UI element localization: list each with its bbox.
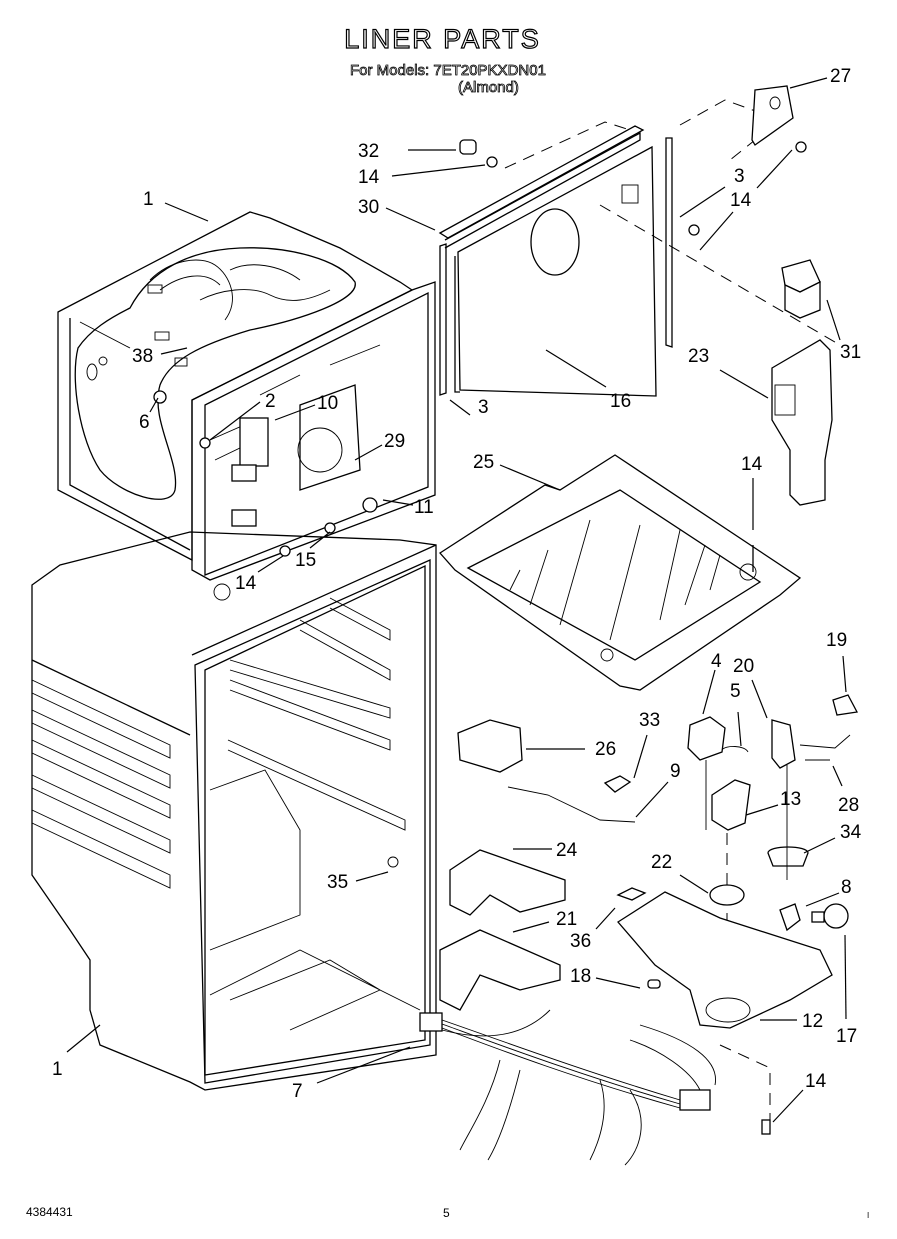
wire-harness-7 [419,1009,771,1166]
page-number: 5 [443,1206,450,1220]
callout-3-left: 3 [478,397,489,418]
cover-plate-27 [751,85,794,146]
callout-26: 26 [595,739,616,760]
callout-22: 22 [651,852,672,873]
callout-32: 32 [358,141,379,162]
models-line: For Models: 7ET20PKXDN01 [350,62,547,80]
freezer-floor-25 [439,454,802,691]
callout-24: 24 [556,840,578,861]
callout-4: 4 [711,651,722,672]
callout-31: 31 [840,342,861,363]
callout-21: 21 [556,909,577,930]
callout-36: 36 [570,931,591,952]
callout-1-top: 1 [143,189,154,210]
callout-15: 15 [295,550,316,571]
callout-28: 28 [838,795,859,816]
callout-14-floor: 14 [741,454,763,475]
callout-34: 34 [840,822,862,843]
callout-8: 8 [841,877,852,898]
callout-14-bottom: 14 [805,1071,827,1092]
document-number: 4384431 [26,1205,73,1219]
control-parts [457,694,859,1000]
ducts-24-21 [439,849,566,1011]
callouts: 1 32 14 30 27 3 14 31 23 38 6 2 [52,66,862,1123]
callout-33: 33 [639,710,660,731]
callout-14-left: 14 [235,573,257,594]
freezer-liner [57,211,436,581]
callout-35: 35 [327,872,348,893]
callout-23: 23 [688,346,709,367]
callout-1-bottom: 1 [52,1059,63,1080]
callout-16: 16 [610,391,631,412]
control-housing-12 [616,884,849,1029]
callout-11: 11 [414,497,434,518]
fresh-food-liner [31,531,437,1091]
callout-9: 9 [670,761,681,782]
callout-7: 7 [292,1081,303,1102]
callout-25: 25 [473,452,494,473]
callout-17: 17 [836,1026,857,1047]
callout-29: 29 [384,431,405,452]
callout-20: 20 [733,656,754,677]
callout-10: 10 [317,393,338,414]
callout-2: 2 [265,391,276,412]
page-title: LINER PARTS [344,23,541,54]
callout-14-right: 14 [730,190,752,211]
rear-panel-assembly [438,99,841,397]
corner-mark: I [867,1211,870,1220]
callout-19: 19 [826,630,847,651]
callout-14-top: 14 [358,167,380,188]
callout-3-right: 3 [734,166,745,187]
callout-5: 5 [730,681,741,702]
color-line: (Almond) [458,79,520,97]
callout-18: 18 [570,966,591,987]
air-duct-23 [771,259,833,506]
callout-38: 38 [132,346,153,367]
callout-12: 12 [802,1011,823,1032]
callout-13: 13 [780,789,801,810]
callout-6: 6 [139,412,150,433]
callout-27: 27 [830,66,851,87]
callout-30: 30 [358,197,379,218]
